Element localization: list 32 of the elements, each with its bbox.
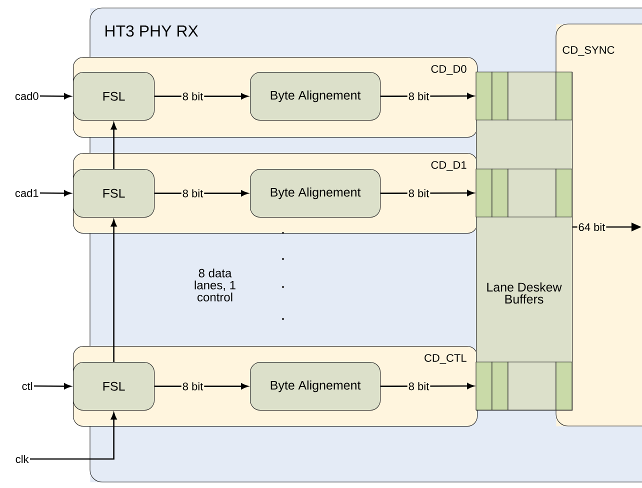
signal-label: clk: [16, 454, 29, 464]
module-title: HT3 PHY RX: [106, 25, 198, 37]
band-label: CD_D0: [431, 65, 466, 75]
arrow: [380, 383, 474, 390]
signal-label: cad0: [15, 92, 38, 100]
block-label: CD_SYNC: [562, 46, 614, 56]
process-box: FSL: [73, 362, 155, 411]
process-box: Byte Alignement: [250, 362, 381, 411]
arrow: [380, 190, 474, 196]
block-label: Lane Deskew Buffers: [487, 282, 562, 304]
arrow: [380, 93, 474, 100]
note-text: 8 data lanes, 1 control: [194, 268, 236, 302]
process-box: FSL: [73, 72, 155, 121]
edge-label: 8 bit: [407, 381, 430, 392]
edge-label: 8 bit: [407, 188, 430, 198]
edge-label: 8 bit: [407, 91, 430, 102]
band-label: CD_CTL: [424, 354, 466, 364]
arrow: [110, 220, 117, 362]
arrow: [154, 93, 248, 100]
process-box: Byte Alignement: [250, 72, 381, 121]
process-box: Byte Alignement: [250, 169, 381, 218]
signal-label: cad1: [15, 188, 38, 198]
arrow: [154, 383, 248, 390]
process-box: FSL: [73, 169, 155, 218]
arrow: [34, 383, 72, 390]
arrow: [154, 190, 248, 196]
arrow: [40, 93, 72, 100]
signal-label: ctl: [22, 382, 32, 390]
arrow: [30, 412, 117, 460]
band-label: CD_D1: [431, 161, 466, 171]
arrow: [110, 122, 117, 169]
arrow: [40, 190, 72, 196]
